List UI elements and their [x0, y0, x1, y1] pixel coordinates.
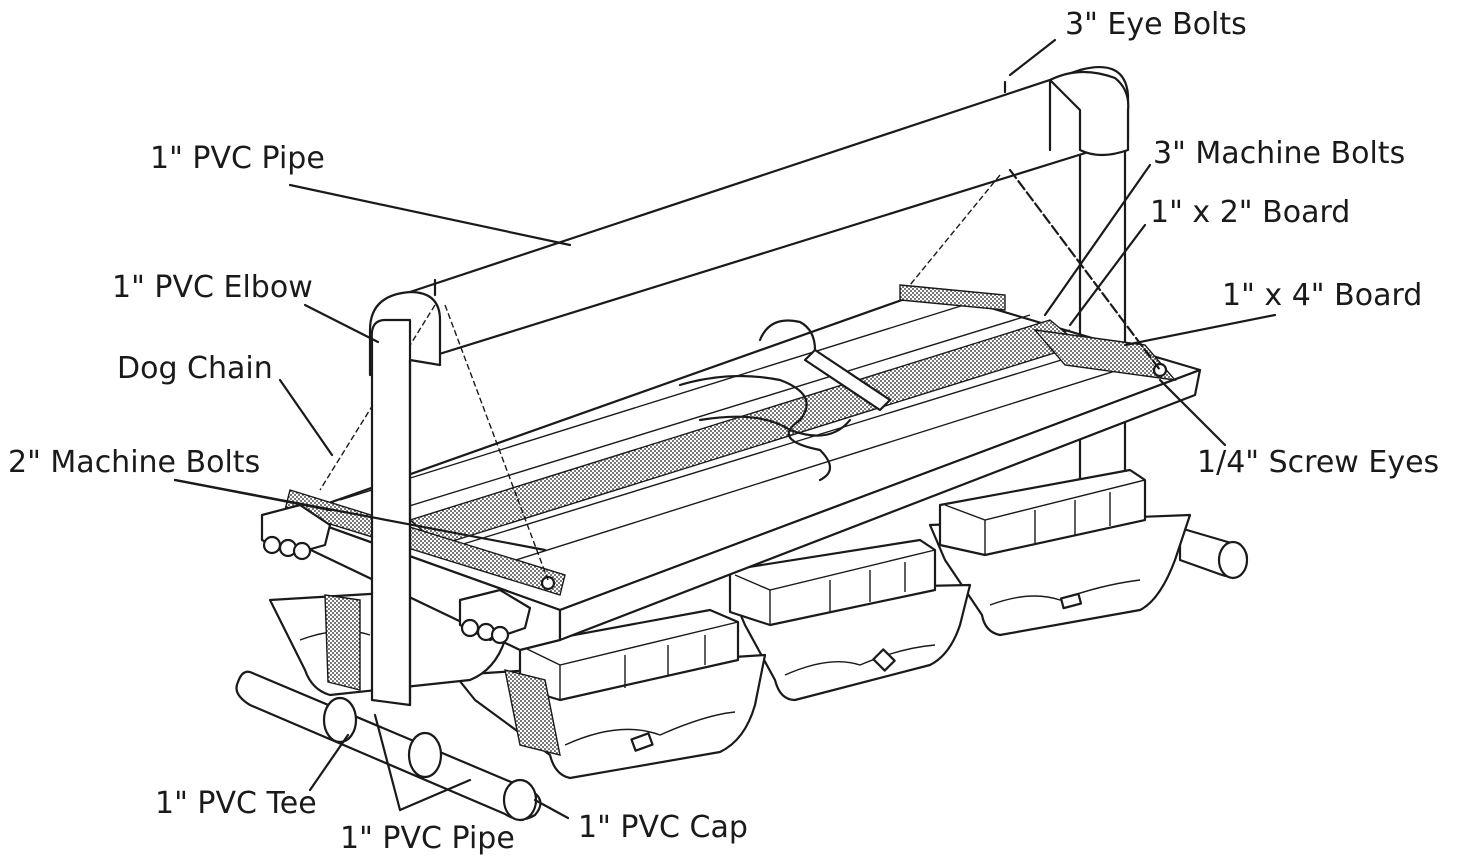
label-pvc-elbow: 1" PVC Elbow	[112, 270, 313, 305]
label-machine-bolts-2: 2" Machine Bolts	[8, 445, 260, 480]
front-upright-pipe	[370, 318, 412, 707]
label-screw-eyes: 1/4" Screw Eyes	[1197, 445, 1439, 480]
label-eye-bolts: 3" Eye Bolts	[1065, 7, 1247, 42]
front-pvc-tee-left	[322, 696, 358, 744]
label-machine-bolts-3: 3" Machine Bolts	[1153, 136, 1405, 171]
shop-light-fixture	[260, 284, 1202, 652]
back-foot-pipe	[1178, 526, 1249, 580]
dog-chains	[319, 168, 1162, 581]
label-pvc-tee: 1" PVC Tee	[155, 786, 317, 821]
label-dog-chain: Dog Chain	[117, 351, 273, 386]
leader-lines	[173, 38, 1277, 820]
front-pvc-tee-right	[407, 731, 443, 779]
label-board-1x4: 1" x 4" Board	[1222, 278, 1422, 313]
label-pvc-pipe-bottom: 1" PVC Pipe	[340, 821, 515, 856]
front-pvc-cap	[502, 778, 538, 822]
power-cord	[678, 374, 832, 482]
label-pvc-cap: 1" PVC Cap	[578, 810, 748, 845]
label-board-1x2: 1" x 2" Board	[1150, 195, 1350, 230]
seed-trays	[268, 468, 1192, 780]
one-by-two-board	[1033, 329, 1177, 381]
power-cord-2	[698, 415, 852, 437]
back-pvc-elbow	[1048, 70, 1130, 157]
label-pvc-pipe-top: 1" PVC Pipe	[150, 141, 325, 176]
front-screw-eye	[540, 575, 556, 591]
fixture-handle	[758, 319, 817, 352]
back-upright-pipe	[1078, 93, 1127, 527]
